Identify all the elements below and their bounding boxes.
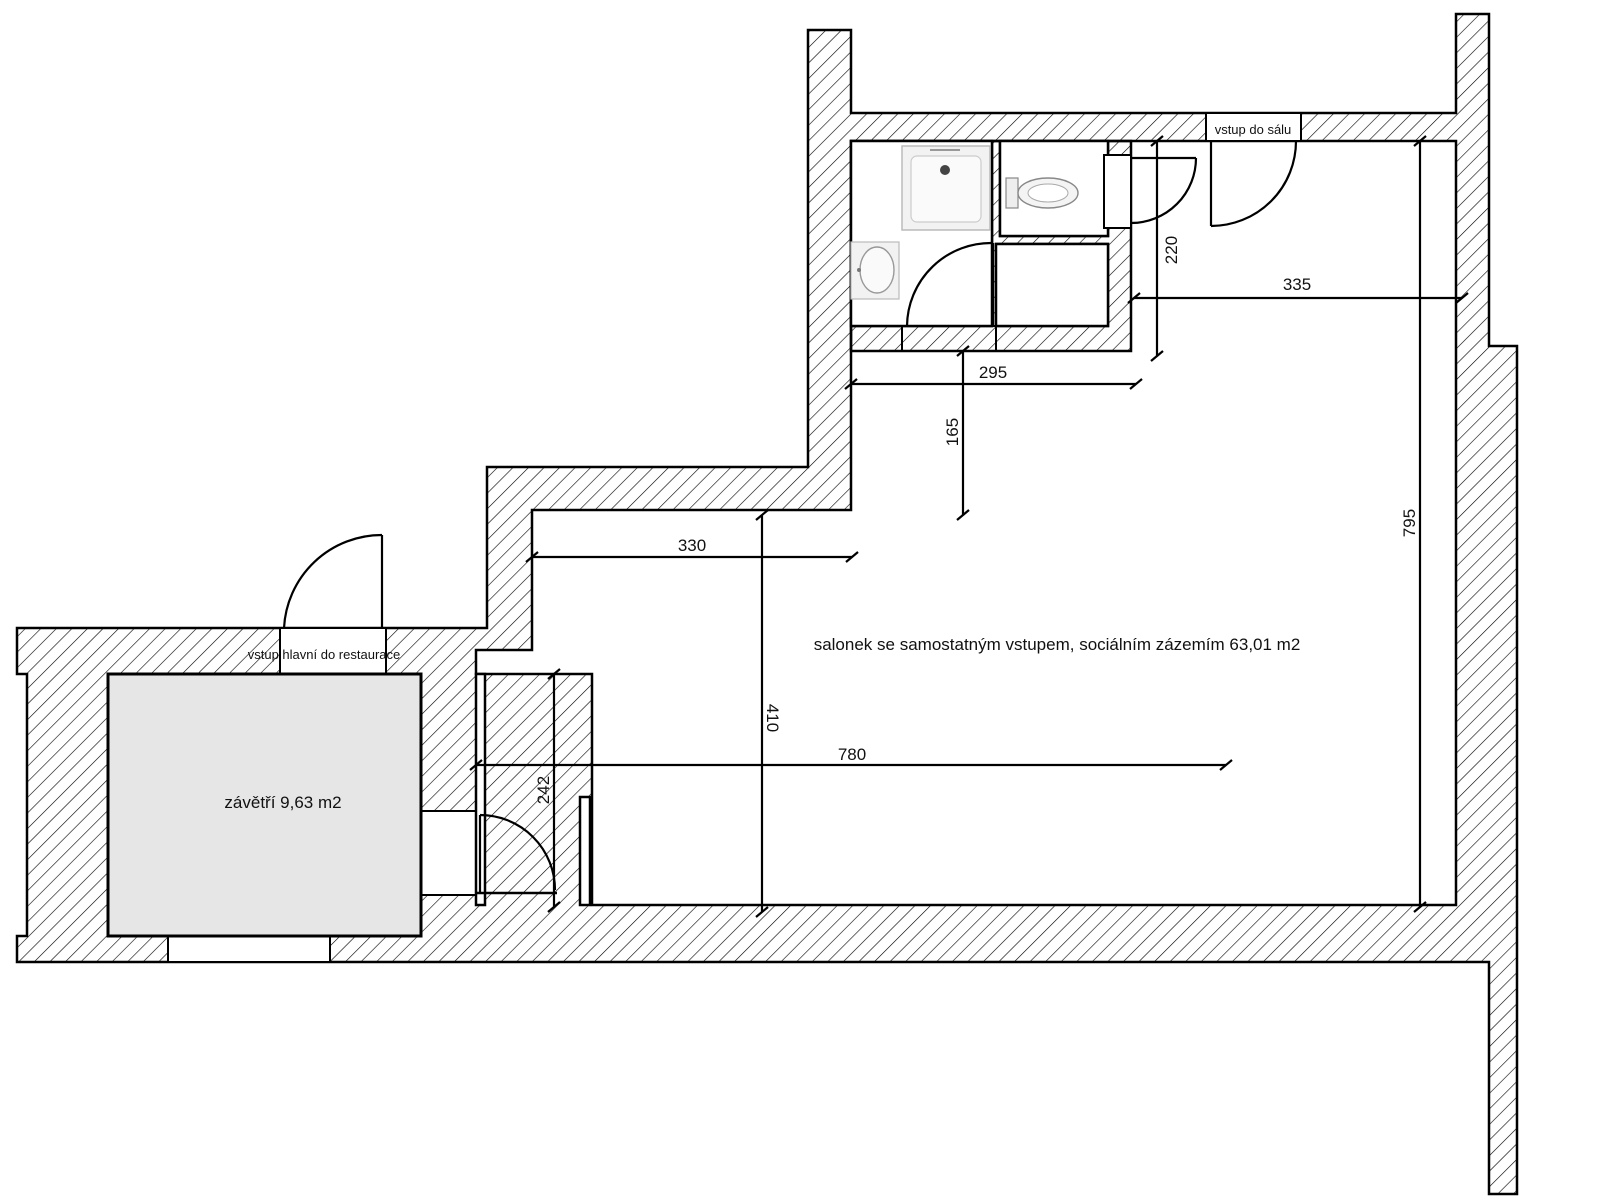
dim-295: 295 [979, 363, 1007, 382]
door-wc [1130, 156, 1198, 225]
sink-icon [850, 241, 900, 300]
vestibule-label: závětří 9,63 m2 [224, 793, 341, 812]
door-bathroom [905, 241, 995, 327]
entrance-hall-label: vstup do sálu [1215, 122, 1292, 137]
gap-entrance-hall [1205, 112, 1302, 142]
gap-side-door [420, 810, 477, 896]
shower-tray-icon [901, 145, 991, 231]
gap-entrance-main [279, 627, 387, 675]
partition-left [474, 672, 487, 907]
dim-242: 242 [534, 776, 553, 804]
dim-410: 410 [763, 704, 782, 732]
partition-stub [578, 795, 592, 907]
dim-335: 335 [1283, 275, 1311, 294]
toilet-icon [1005, 177, 1079, 209]
door-entrance-hall [1209, 140, 1298, 228]
dim-795: 795 [1400, 509, 1419, 537]
gap-bottom [167, 935, 331, 963]
wall-body [15, 12, 1519, 1196]
wc-partition [1103, 154, 1132, 229]
entrance-main-label: vstup hlavní do restaurace [248, 647, 400, 662]
dimension-lines [469, 135, 1469, 918]
dim-330: 330 [678, 536, 706, 555]
vestibule-room [106, 672, 423, 938]
main-room-label: salonek se samostatným vstupem, sociální… [814, 635, 1301, 654]
dim-220: 220 [1162, 236, 1181, 264]
dim-165: 165 [943, 418, 962, 446]
storage-room [994, 242, 1110, 328]
dim-780: 780 [838, 745, 866, 764]
door-entrance-main [282, 533, 384, 629]
